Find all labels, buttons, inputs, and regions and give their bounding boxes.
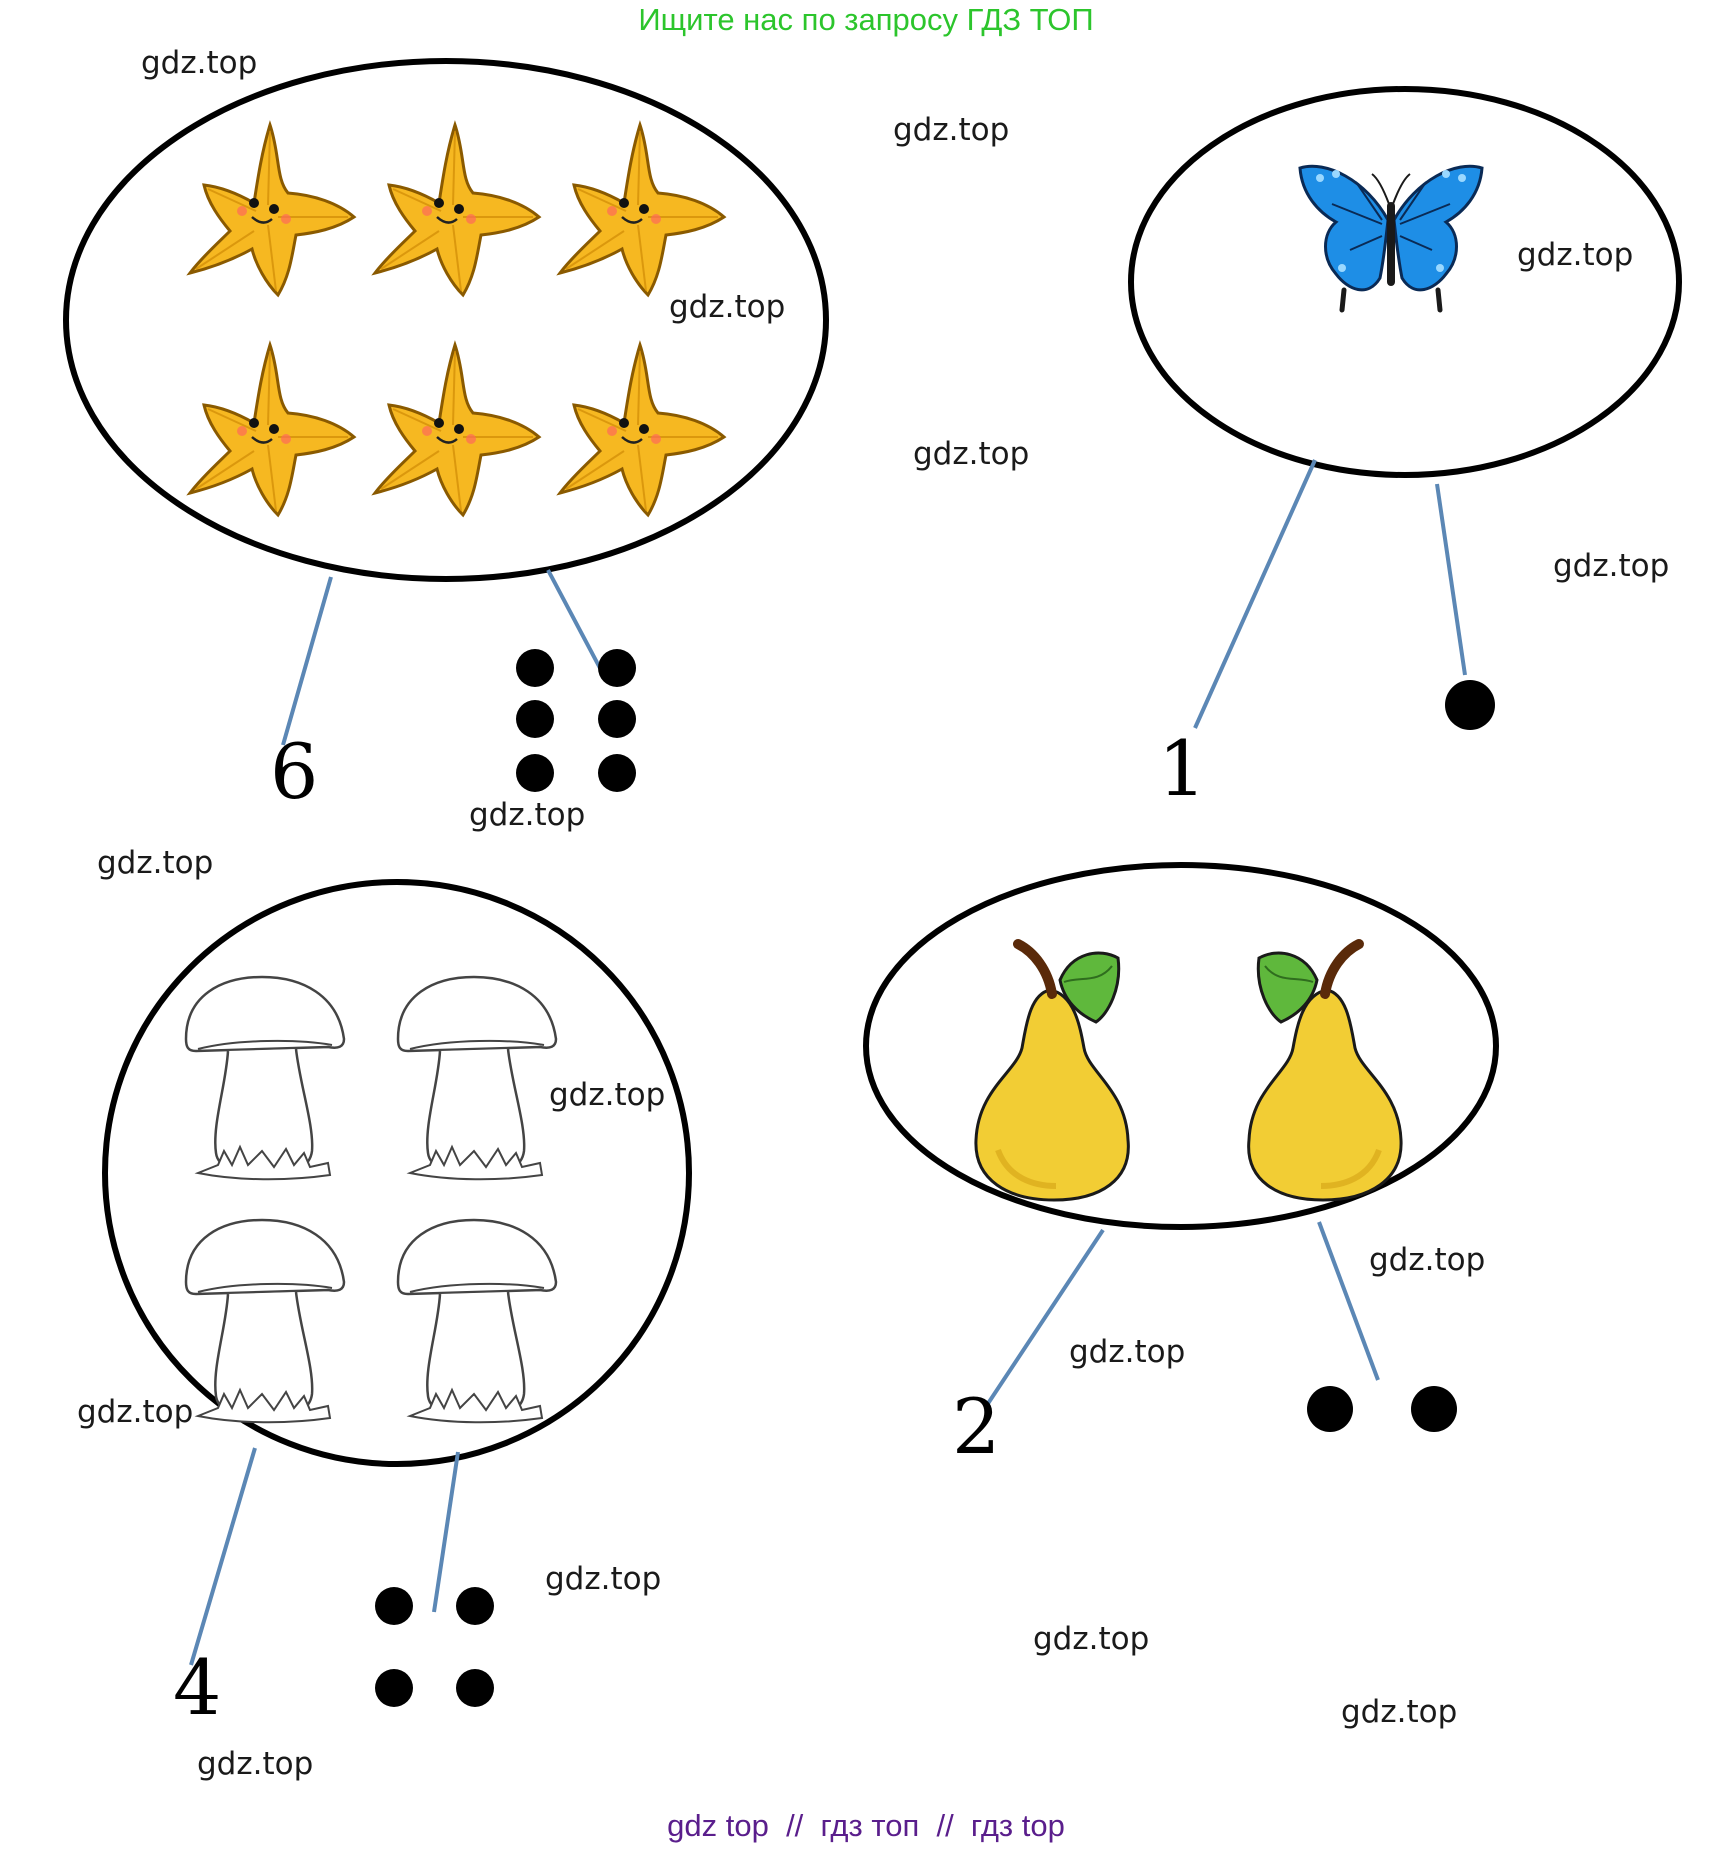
- starfish-icon: [373, 123, 541, 297]
- starfish-icon: [188, 343, 356, 517]
- count-label: 1: [1158, 724, 1206, 813]
- starfish-icon: [188, 123, 356, 297]
- connector-line[interactable]: [432, 1451, 460, 1613]
- group-oval-pear: [863, 862, 1499, 1230]
- top-banner: Ищите нас по запросу ГДЗ ТОП: [638, 2, 1094, 37]
- watermark-text: gdz.top: [549, 1077, 666, 1113]
- connector-line[interactable]: [281, 576, 333, 746]
- count-dot: [516, 754, 554, 792]
- watermark-text: gdz.top: [545, 1561, 662, 1597]
- connector-line[interactable]: [1435, 483, 1467, 676]
- count-dot: [1307, 1386, 1353, 1432]
- count-dot: [1445, 680, 1495, 730]
- count-dot: [598, 754, 636, 792]
- count-dot: [516, 649, 554, 687]
- count-label: 4: [173, 1643, 221, 1732]
- connector-line[interactable]: [189, 1447, 257, 1666]
- watermark-text: gdz.top: [1033, 1621, 1150, 1657]
- watermark-text: gdz.top: [1517, 237, 1634, 273]
- starfish-icon: [373, 343, 541, 517]
- connector-line[interactable]: [985, 1228, 1105, 1407]
- connector-line[interactable]: [1193, 459, 1317, 729]
- watermark-text: gdz.top: [669, 289, 786, 325]
- dot-group: [516, 649, 636, 792]
- footer-links[interactable]: gdz top // гдз топ // гдз top: [667, 1808, 1065, 1843]
- mushroom-icon: [184, 975, 346, 1181]
- pear-icon: [1249, 944, 1401, 1200]
- count-dot: [598, 649, 636, 687]
- watermark-text: gdz.top: [97, 845, 214, 881]
- watermark-text: gdz.top: [77, 1394, 194, 1430]
- mushroom-icon: [184, 1218, 346, 1424]
- watermark-text: gdz.top: [1553, 548, 1670, 584]
- mushroom-icon: [396, 975, 558, 1181]
- count-dot: [456, 1587, 494, 1625]
- connector-line[interactable]: [1317, 1221, 1380, 1381]
- count-dot: [456, 1669, 494, 1707]
- group-oval-starfish: [63, 58, 829, 582]
- count-dot: [375, 1669, 413, 1707]
- watermark-text: gdz.top: [1369, 1242, 1486, 1278]
- watermark-text: gdz.top: [141, 45, 258, 81]
- group-oval-butterfly: [1128, 86, 1682, 478]
- watermark-text: gdz.top: [469, 797, 586, 833]
- count-dot: [375, 1587, 413, 1625]
- butterfly-icon: [1300, 166, 1482, 310]
- mushroom-icon: [396, 1218, 558, 1424]
- count-dot: [598, 700, 636, 738]
- connector-line[interactable]: [546, 569, 603, 671]
- dot-group: [1307, 1386, 1457, 1432]
- dot-group: [375, 1587, 494, 1707]
- count-label: 6: [270, 727, 318, 816]
- group-oval-mushroom: [102, 879, 692, 1467]
- watermark-text: gdz.top: [1069, 1334, 1186, 1370]
- pear-icon: [976, 944, 1128, 1200]
- watermark-text: gdz.top: [913, 436, 1030, 472]
- starfish-icon: [558, 343, 726, 517]
- watermark-text: gdz.top: [197, 1746, 314, 1782]
- count-label: 2: [952, 1382, 1000, 1471]
- watermark-text: gdz.top: [893, 112, 1010, 148]
- starfish-icon: [558, 123, 726, 297]
- count-dot: [1411, 1386, 1457, 1432]
- watermark-text: gdz.top: [1341, 1694, 1458, 1730]
- count-dot: [516, 700, 554, 738]
